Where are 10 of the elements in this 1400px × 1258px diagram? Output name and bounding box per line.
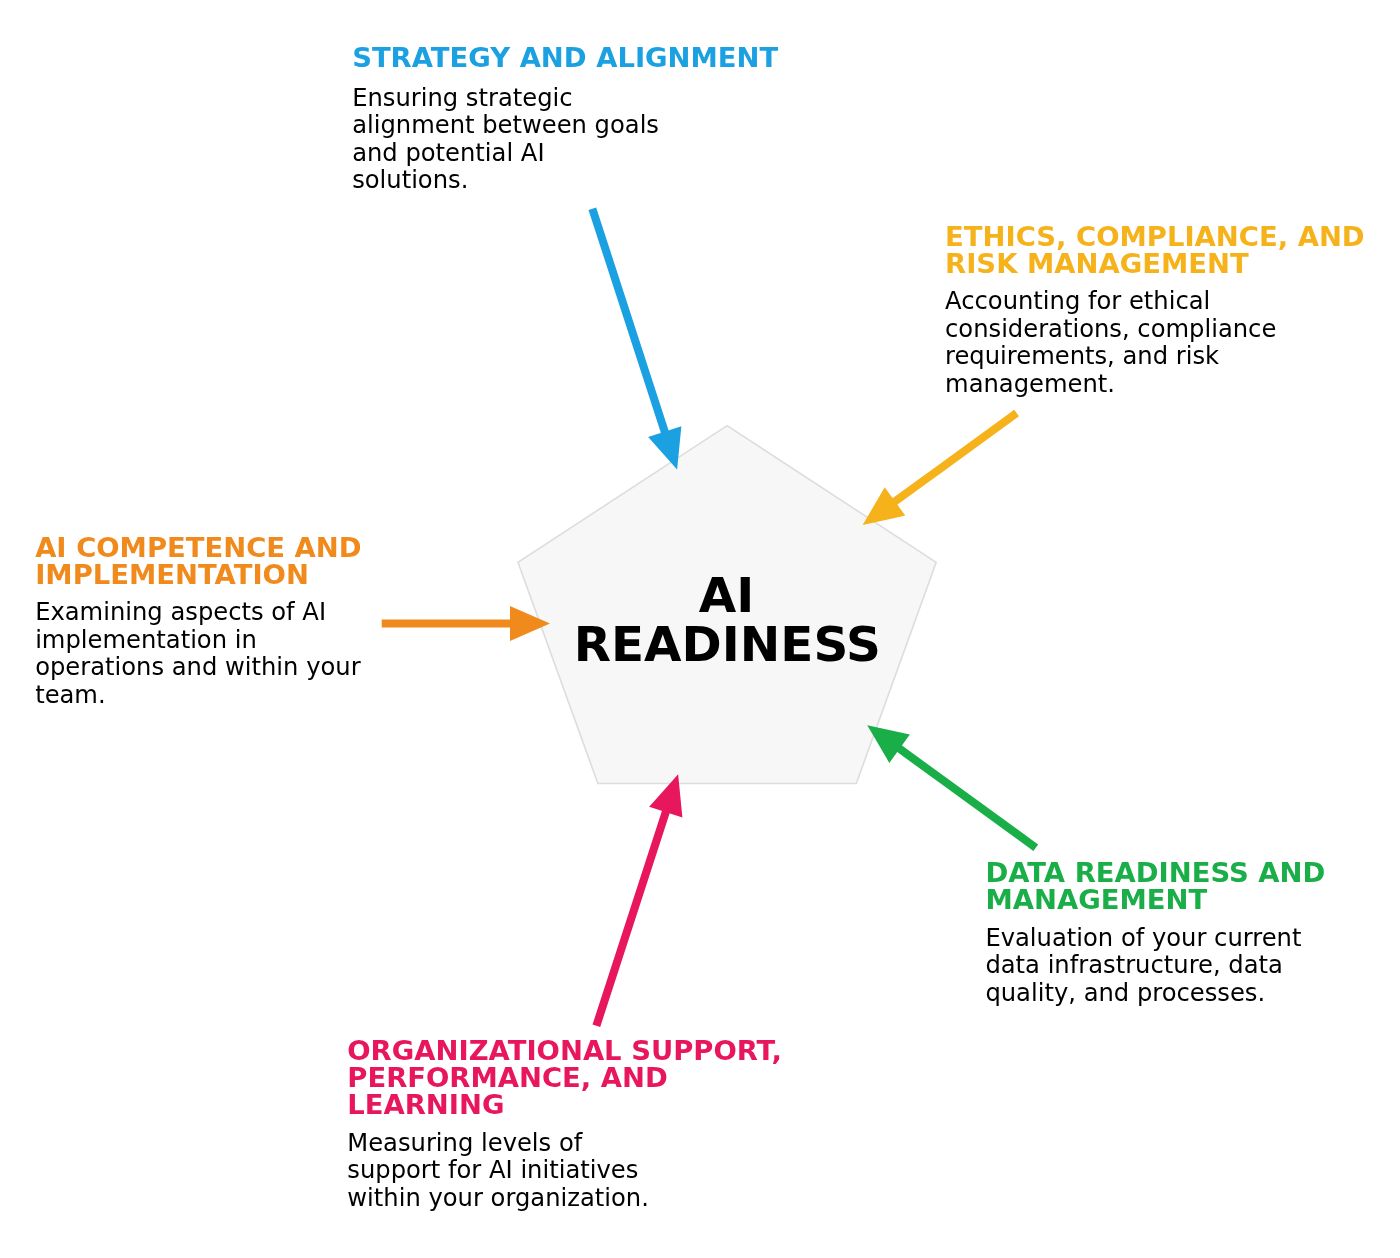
node-text: DATA READINESS AND MANAGEMENT Evaluation of your current data infrastructure, data quality, and processes. xyxy=(985,856,1326,1007)
node-text: STRATEGY AND ALIGNMENT Ensuring strategic alignment between goals and potential AI solutions. xyxy=(352,41,779,194)
arrow xyxy=(588,206,682,470)
arrow xyxy=(862,409,1019,525)
arrow xyxy=(381,605,550,641)
arrow xyxy=(592,773,683,1027)
node-text: AI COMPETENCE AND IMPLEMENTATION Examining aspects of AI implementation in operations and within your team. xyxy=(35,531,362,709)
node-text: ETHICS, COMPLIANCE, AND RISK MANAGEMENT Accounting for ethical considerations, compliance requirements, and risk management. xyxy=(945,220,1365,398)
arrow xyxy=(867,724,1039,851)
node-text: ORGANIZATIONAL SUPPORT, PERFORMANCE, AND LEARNING Measuring levels of support for AI initiatives within your organization. xyxy=(347,1034,782,1212)
